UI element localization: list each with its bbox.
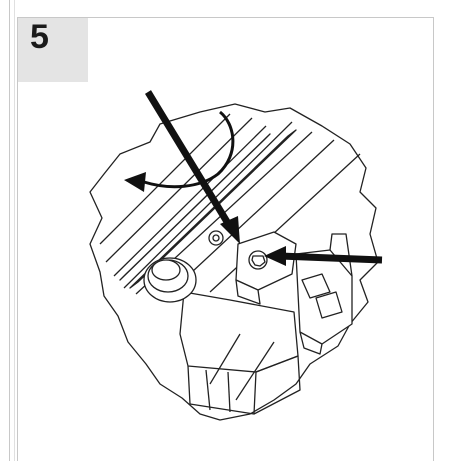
clamp-screw-hex <box>251 255 266 267</box>
round-button-top <box>151 259 181 281</box>
clamp-bracket-face <box>235 279 261 305</box>
block-line-2 <box>227 371 231 413</box>
terminal-detail-1 <box>329 233 353 277</box>
rail-edge-6 <box>209 153 361 293</box>
rail-edge-1 <box>105 117 253 263</box>
mount-block-side <box>187 365 257 415</box>
terminal-slot-1 <box>301 273 331 299</box>
body-screw <box>208 230 224 246</box>
page-margin-rule-inner <box>14 0 15 461</box>
curved-rotate-arrow-icon <box>124 110 235 192</box>
rail-edge-2 <box>113 125 267 277</box>
rail-top-edge <box>99 113 231 245</box>
rail-groove-2 <box>129 129 297 289</box>
horizontal-straight-arrow-icon <box>264 246 383 266</box>
assembly-illustration <box>89 90 383 421</box>
page-margin-rule <box>9 0 10 461</box>
instruction-panel <box>17 17 434 461</box>
body-screw-center <box>212 234 220 242</box>
mount-block-front <box>253 355 301 415</box>
block-line-1 <box>205 369 211 411</box>
lower-panel-lines-1 <box>209 333 241 385</box>
rail-groove <box>119 133 271 281</box>
terminal-slot-2 <box>315 291 343 319</box>
rail-edge-3 <box>123 121 293 289</box>
step-number: 5 <box>30 18 49 56</box>
diagonal-straight-arrow-icon <box>145 90 240 244</box>
lower-panel-lines-2 <box>235 341 275 401</box>
step-number-box <box>18 18 88 82</box>
terminal-detail-2 <box>299 331 323 355</box>
housing-outline <box>89 103 379 421</box>
